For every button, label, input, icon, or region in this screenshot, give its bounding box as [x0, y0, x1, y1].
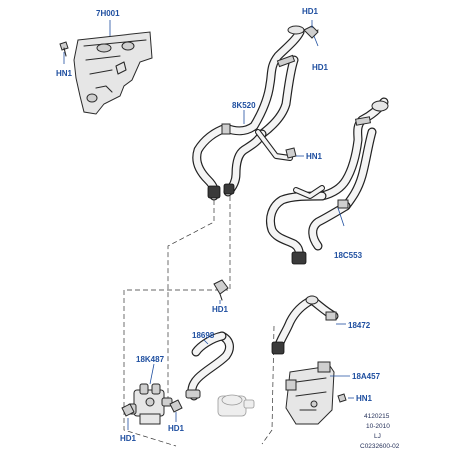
clip-hd1-mid [213, 279, 229, 301]
footer-date: 10-2010 [366, 423, 390, 430]
hose-8k520 [192, 25, 319, 201]
footer-reference: 4120215 10-2010 LJ C0232600-02 [360, 413, 400, 450]
callout-hd1-bm: HD1 [168, 424, 185, 433]
leader-lines [63, 20, 354, 430]
callout-hn1-low: HN1 [356, 394, 373, 403]
hose-18472 [271, 295, 339, 355]
footer-ref: 4120215 [364, 413, 390, 420]
callout-hd1-bl: HD1 [120, 434, 137, 443]
bracket-18a457 [285, 361, 335, 425]
footer-code: C0232600-02 [360, 443, 400, 450]
bolt-hn1-low [337, 393, 347, 403]
callout-18a457: 18A457 [352, 372, 381, 381]
bolt-hn1-top [59, 41, 69, 57]
callout-8k520: 8K520 [232, 101, 256, 110]
callout-7h001: 7H001 [96, 9, 120, 18]
callout-18698: 18698 [192, 331, 215, 340]
callout-hn1-top: HN1 [56, 69, 73, 78]
callout-hn1-mid: HN1 [306, 152, 323, 161]
hose-18c553 [265, 97, 389, 265]
hose-18698 [185, 331, 234, 401]
bracket-7h001 [73, 31, 153, 115]
callout-18472: 18472 [348, 321, 371, 330]
bolt-hn1-mid [285, 147, 297, 159]
callout-18c553: 18C553 [334, 251, 363, 260]
callout-hd1-mid: HD1 [212, 305, 229, 314]
callout-hd1-top2: HD1 [312, 63, 329, 72]
clip-hd1-bm [169, 399, 183, 413]
coolant-pump [217, 394, 255, 417]
clip-hd1-bl [121, 403, 135, 417]
valve-18k487 [127, 383, 173, 425]
callout-hd1-top: HD1 [302, 7, 319, 16]
footer-initials: LJ [374, 433, 381, 440]
clip-hd1-top [303, 25, 319, 39]
callout-18k487: 18K487 [136, 355, 165, 364]
